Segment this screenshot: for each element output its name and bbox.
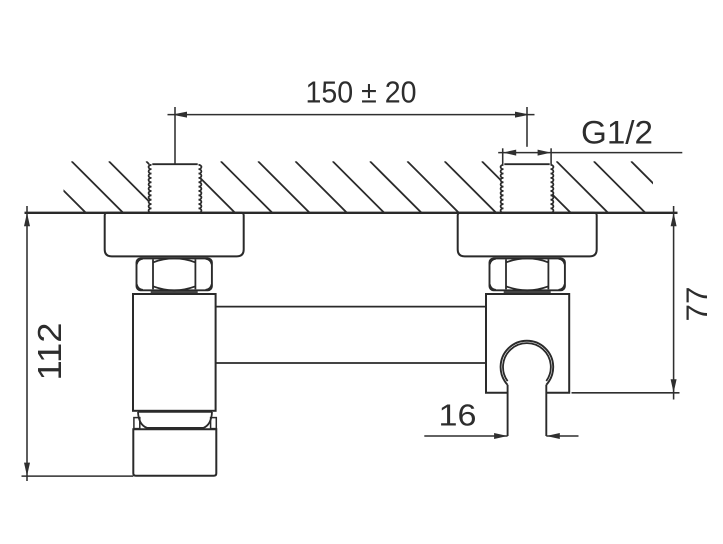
svg-text:16: 16 [439,398,477,433]
svg-text:150 ± 20: 150 ± 20 [306,75,417,110]
svg-text:112: 112 [31,323,68,381]
svg-text:77: 77 [681,287,714,322]
svg-text:G1/2: G1/2 [581,115,653,151]
